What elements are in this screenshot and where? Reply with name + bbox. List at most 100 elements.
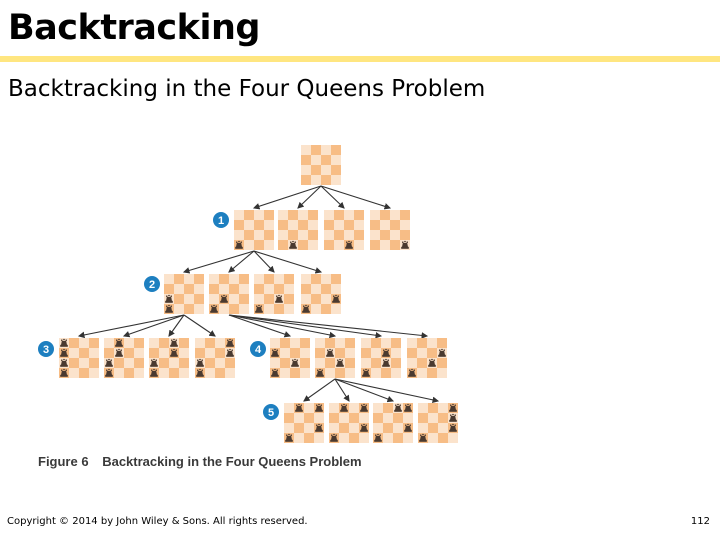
chess-queen-icon bbox=[449, 423, 457, 432]
chessboard bbox=[324, 210, 364, 250]
chessboard bbox=[254, 274, 294, 314]
tree-arrow bbox=[228, 314, 292, 338]
chess-queen-icon bbox=[220, 294, 228, 303]
tree-arrow bbox=[334, 378, 440, 404]
copyright-notice: Copyright © 2014 by John Wiley & Sons. A… bbox=[7, 516, 308, 527]
tree-arrow bbox=[228, 314, 429, 339]
chessboard bbox=[234, 210, 274, 250]
tree-arrow bbox=[253, 250, 323, 274]
chess-queen-icon bbox=[401, 240, 409, 249]
tree-arrow bbox=[228, 250, 255, 273]
tree-arrow bbox=[320, 185, 392, 210]
chess-queen-icon bbox=[332, 294, 340, 303]
step-badge-3: 3 bbox=[38, 341, 54, 357]
title-underline bbox=[0, 56, 720, 62]
chess-queen-icon bbox=[345, 240, 353, 249]
step-badge-label: 4 bbox=[255, 344, 262, 356]
chessboard bbox=[284, 403, 324, 443]
chess-queen-icon bbox=[226, 338, 234, 347]
chess-queen-icon bbox=[449, 413, 457, 422]
chessboard bbox=[301, 274, 341, 314]
chess-queen-icon bbox=[362, 368, 370, 377]
chess-queen-icon bbox=[408, 368, 416, 377]
figure-caption-text: Backtracking in the Four Queens Problem bbox=[102, 454, 362, 469]
step-badge-2: 2 bbox=[144, 276, 160, 292]
chess-queen-icon bbox=[115, 348, 123, 357]
chess-queen-icon bbox=[394, 403, 402, 412]
chess-queen-icon bbox=[226, 348, 234, 357]
chess-queen-icon bbox=[150, 358, 158, 367]
chess-queen-icon bbox=[60, 358, 68, 367]
tree-arrow bbox=[183, 314, 216, 337]
tree-arrow bbox=[252, 185, 322, 210]
chessboard bbox=[59, 338, 99, 378]
step-badge-label: 3 bbox=[43, 344, 49, 356]
step-badge-5: 5 bbox=[263, 404, 279, 420]
chessboard bbox=[270, 338, 310, 378]
four-queens-tree-diagram: 1 2 3 4 5 bbox=[38, 145, 458, 443]
chess-queen-icon bbox=[374, 433, 382, 442]
chess-queen-icon bbox=[271, 348, 279, 357]
tree-arrow bbox=[303, 378, 336, 402]
chess-queen-icon bbox=[382, 358, 390, 367]
step-badge-label: 2 bbox=[149, 279, 155, 291]
chess-queen-icon bbox=[295, 403, 303, 412]
tree-arrow bbox=[334, 378, 350, 402]
chess-queen-icon bbox=[330, 433, 338, 442]
chess-queen-icon bbox=[165, 294, 173, 303]
chess-queen-icon bbox=[336, 358, 344, 367]
chess-queen-icon bbox=[419, 433, 427, 442]
step-badge-label: 5 bbox=[268, 407, 274, 419]
chessboard bbox=[278, 210, 318, 250]
chess-queen-icon bbox=[170, 348, 178, 357]
chess-queen-icon bbox=[360, 403, 368, 412]
chessboard bbox=[407, 338, 447, 378]
chess-queen-icon bbox=[326, 348, 334, 357]
chessboard bbox=[209, 274, 249, 314]
page-number: 112 bbox=[690, 516, 710, 527]
chess-queen-icon bbox=[302, 304, 310, 313]
chess-queen-icon bbox=[196, 358, 204, 367]
tree-arrow bbox=[228, 314, 337, 339]
chess-queen-icon bbox=[289, 240, 297, 249]
chess-queen-icon bbox=[340, 403, 348, 412]
chess-queen-icon bbox=[150, 368, 158, 377]
figure-number: Figure 6 bbox=[38, 454, 89, 469]
tree-arrow bbox=[182, 250, 255, 274]
tree-arrow bbox=[228, 314, 383, 339]
step-badge-4: 4 bbox=[250, 341, 266, 357]
chessboard bbox=[164, 274, 204, 314]
chess-queen-icon bbox=[360, 423, 368, 432]
chessboard bbox=[149, 338, 189, 378]
chess-queen-icon bbox=[235, 240, 243, 249]
chessboard bbox=[361, 338, 401, 378]
step-badge-1: 1 bbox=[213, 212, 229, 228]
chessboard bbox=[301, 145, 341, 185]
chess-queen-icon bbox=[449, 403, 457, 412]
chess-queen-icon bbox=[315, 423, 323, 432]
tree-arrow bbox=[122, 314, 185, 338]
chess-queen-icon bbox=[275, 294, 283, 303]
chess-queen-icon bbox=[404, 403, 412, 412]
tree-edges bbox=[77, 185, 440, 404]
chessboard bbox=[373, 403, 413, 443]
chess-queen-icon bbox=[255, 304, 263, 313]
chessboard bbox=[195, 338, 235, 378]
chess-queen-icon bbox=[438, 348, 446, 357]
chess-queen-icon bbox=[105, 368, 113, 377]
chess-queen-icon bbox=[170, 338, 178, 347]
chess-queen-icon bbox=[382, 348, 390, 357]
tree-arrow bbox=[320, 185, 345, 209]
chess-queen-icon bbox=[115, 338, 123, 347]
tree-arrow bbox=[334, 378, 395, 403]
chessboard bbox=[104, 338, 144, 378]
chess-queen-icon bbox=[315, 403, 323, 412]
chessboard bbox=[329, 403, 369, 443]
chess-queen-icon bbox=[60, 348, 68, 357]
chess-queen-icon bbox=[60, 338, 68, 347]
chess-queen-icon bbox=[196, 368, 204, 377]
slide-subtitle: Backtracking in the Four Queens Problem bbox=[8, 76, 486, 102]
step-badge-label: 1 bbox=[218, 215, 224, 227]
chess-queen-icon bbox=[428, 358, 436, 367]
tree-arrow bbox=[253, 250, 275, 273]
